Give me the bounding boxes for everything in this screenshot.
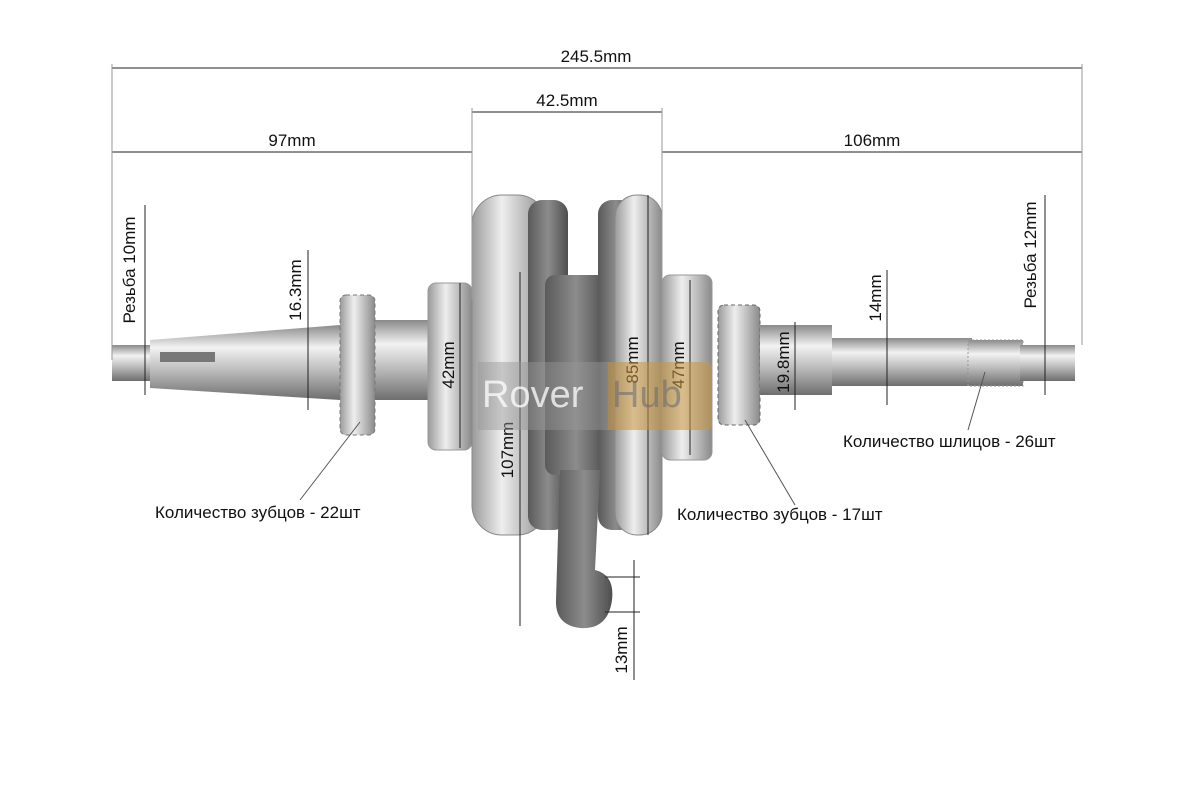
callout-splines: Количество шлицов - 26шт xyxy=(843,432,1056,451)
dim-left-bearing: 42mm xyxy=(439,341,458,389)
watermark-text-2: Hub xyxy=(612,374,682,416)
dim-right-shaft: 106mm xyxy=(843,131,901,150)
dim-small-end: 13mm xyxy=(612,626,631,674)
dim-rod-length: 107mm xyxy=(498,421,517,479)
left-gear xyxy=(339,294,376,436)
callout-right-gear: Количество зубцов - 17шт xyxy=(677,505,883,524)
right-gear xyxy=(717,304,761,426)
dim-left-thread: Резьба 10mm xyxy=(120,216,139,324)
dim-overall-length: 245.5mm xyxy=(560,47,632,66)
dim-right-gear-shaft: 19.8mm xyxy=(774,331,793,393)
dim-left-shaft: 97mm xyxy=(268,131,316,150)
dim-left-gear-shaft: 16.3mm xyxy=(286,259,305,321)
right-shaft xyxy=(760,325,1075,395)
dim-right-thread: Резьба 12mm xyxy=(1021,201,1040,309)
dimension-lines xyxy=(111,64,1083,680)
left-shaft xyxy=(112,320,430,400)
watermark-logo: Rover Hub xyxy=(478,362,712,430)
connecting-rod xyxy=(555,470,613,629)
dim-crank-width: 42.5mm xyxy=(536,91,598,110)
crank-pin xyxy=(545,275,607,475)
callout-left-gear: Количество зубцов - 22шт xyxy=(155,503,361,522)
watermark-text-1: Rover xyxy=(482,374,584,416)
dim-right-shaft-dia: 14mm xyxy=(866,274,885,322)
